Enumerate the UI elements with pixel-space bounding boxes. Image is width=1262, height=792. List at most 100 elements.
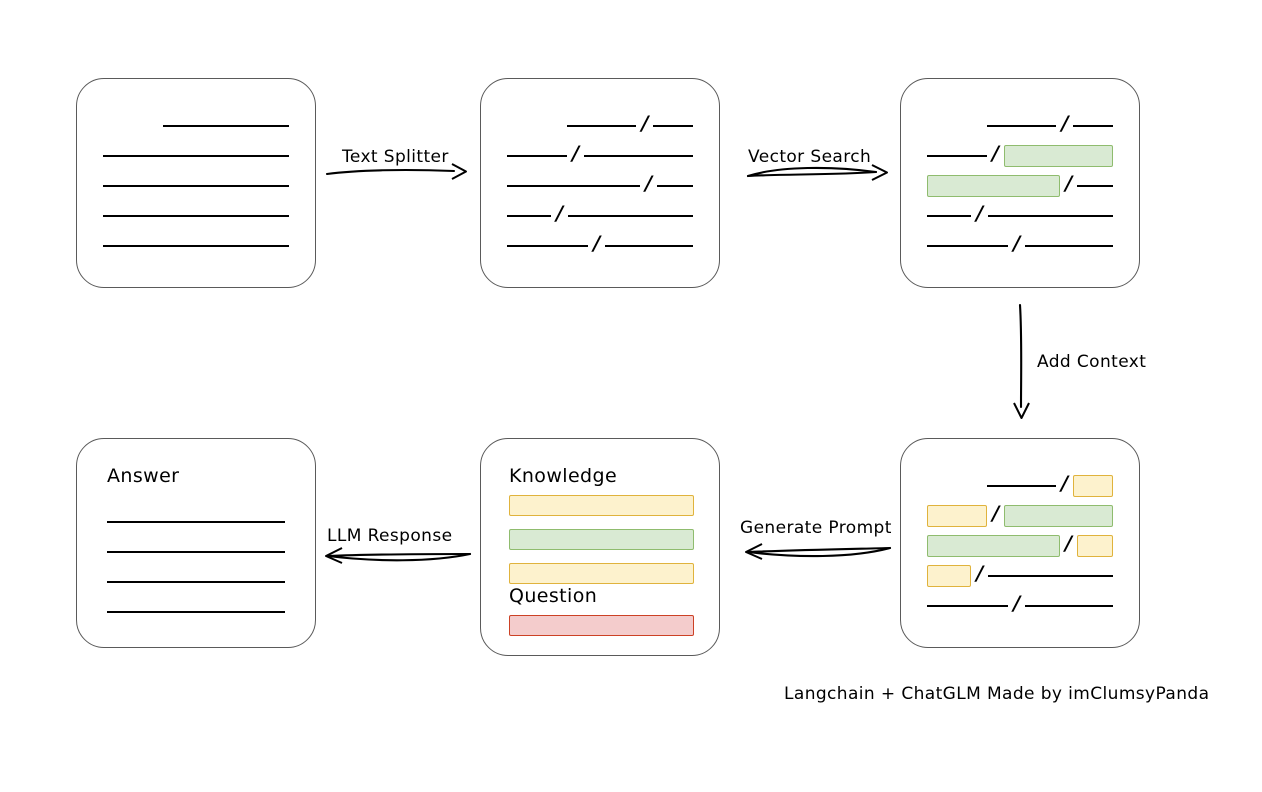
text-line <box>103 214 289 218</box>
text-line <box>927 154 987 158</box>
document-row: / <box>927 591 1113 621</box>
prompt-question-bars <box>509 615 694 636</box>
document-row: / <box>507 141 693 171</box>
text-line <box>927 214 971 218</box>
node-matched-document[interactable]: / / / / / <box>900 78 1140 288</box>
text-line <box>1025 604 1113 608</box>
answer-label: Answer <box>107 465 180 487</box>
segment-separator: / <box>1060 471 1069 495</box>
document-row <box>103 111 289 141</box>
text-line <box>987 124 1057 128</box>
text-line <box>927 244 1008 248</box>
edge-generate-prompt <box>740 538 892 564</box>
text-line <box>103 184 289 188</box>
document-row: / <box>507 231 693 261</box>
document-row: / <box>507 171 693 201</box>
document-row: / <box>927 231 1113 261</box>
segment-separator: / <box>975 561 984 585</box>
document-row: / <box>927 141 1113 171</box>
text-line <box>107 520 285 524</box>
document-row: / <box>927 111 1113 141</box>
text-line <box>988 214 1113 218</box>
document-row <box>103 231 289 261</box>
node-prompt[interactable]: Knowledge Question <box>480 438 720 656</box>
segment-separator: / <box>991 501 1000 525</box>
text-line <box>507 154 567 158</box>
text-line <box>163 124 289 128</box>
document-row: / <box>927 501 1113 531</box>
document-row: / <box>927 561 1113 591</box>
context-document-rows: ///// <box>901 471 1139 621</box>
node-context-document[interactable]: ///// <box>900 438 1140 648</box>
segment-separator: / <box>571 141 580 165</box>
text-line <box>507 244 588 248</box>
highlighted-chunk-green <box>927 535 1060 557</box>
highlighted-chunk-yellow <box>1076 535 1113 557</box>
node-source-document[interactable] <box>76 78 316 288</box>
document-row <box>107 567 285 597</box>
footer-credit: Langchain + ChatGLM Made by imClumsyPand… <box>784 684 1210 704</box>
text-line <box>568 214 693 218</box>
text-line <box>103 154 289 158</box>
edge-label-generate-prompt: Generate Prompt <box>740 518 892 538</box>
text-line <box>988 574 1113 578</box>
answer-rows <box>77 507 315 627</box>
text-line <box>107 610 285 614</box>
document-row <box>103 171 289 201</box>
text-line <box>107 580 285 584</box>
segment-separator: / <box>991 141 999 165</box>
document-row: / <box>927 201 1113 231</box>
edge-vector-search <box>746 160 892 188</box>
text-line <box>1073 124 1113 128</box>
text-line <box>927 604 1008 608</box>
text-line <box>507 214 551 218</box>
segment-separator: / <box>1012 231 1021 255</box>
text-line <box>107 550 285 554</box>
edge-text-splitter <box>325 160 472 186</box>
text-line <box>653 124 693 128</box>
prompt-knowledge-bars <box>509 495 694 584</box>
prompt-knowledge-label: Knowledge <box>509 465 618 487</box>
document-row: / <box>507 201 693 231</box>
prompt-bar-yellow <box>509 495 694 516</box>
segment-separator: / <box>1064 171 1073 195</box>
edge-label-vector-search: Vector Search <box>748 147 872 167</box>
segment-separator: / <box>644 171 653 195</box>
prompt-bar-green <box>509 529 694 550</box>
segment-separator: / <box>641 111 649 135</box>
text-line <box>103 244 289 248</box>
edge-label-add-context: Add Context <box>1037 352 1147 372</box>
document-row: / <box>927 171 1113 201</box>
node-split-document[interactable]: ///// <box>480 78 720 288</box>
edge-label-llm-response: LLM Response <box>327 526 453 546</box>
document-row: / <box>507 111 693 141</box>
text-line <box>567 124 637 128</box>
segment-separator: / <box>1061 111 1069 135</box>
highlighted-chunk-yellow <box>927 565 971 587</box>
highlighted-chunk-green <box>1003 145 1113 167</box>
document-row <box>107 537 285 567</box>
edge-label-text-splitter: Text Splitter <box>342 147 449 167</box>
text-line <box>1025 244 1113 248</box>
highlighted-chunk-green <box>927 175 1060 197</box>
text-line <box>605 244 693 248</box>
document-row: / <box>927 531 1113 561</box>
segment-separator: / <box>975 201 984 225</box>
highlighted-chunk-green <box>1004 505 1113 527</box>
text-line <box>987 484 1056 488</box>
node-answer[interactable]: Answer <box>76 438 316 648</box>
text-line <box>507 184 640 188</box>
split-document-rows: ///// <box>481 111 719 261</box>
document-row <box>103 201 289 231</box>
matched-document-rows: / / / / / <box>901 111 1139 261</box>
source-document-rows <box>77 111 315 261</box>
prompt-bar-red <box>509 615 694 636</box>
prompt-bar-yellow <box>509 563 694 584</box>
segment-separator: / <box>1012 591 1021 615</box>
segment-separator: / <box>592 231 601 255</box>
edge-llm-response <box>320 542 472 568</box>
document-row <box>107 507 285 537</box>
document-row <box>107 597 285 627</box>
text-line <box>657 184 693 188</box>
